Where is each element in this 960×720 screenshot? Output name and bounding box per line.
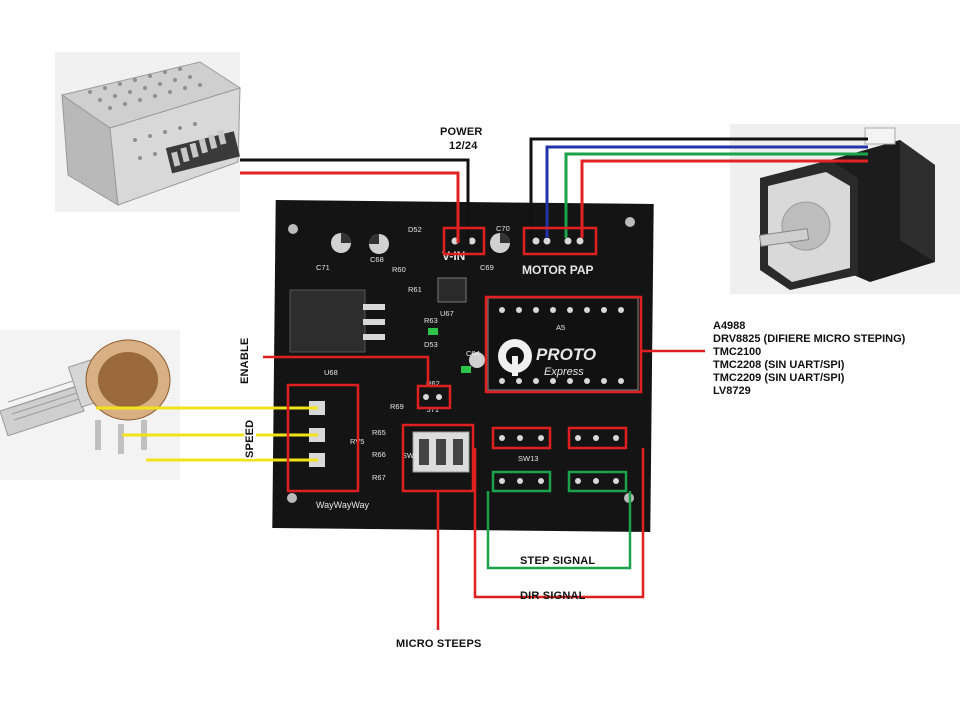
box-dir-jumper-2 (567, 426, 628, 450)
silk-r62: R62 (426, 379, 440, 388)
power-voltage-label: 12/24 (449, 140, 478, 152)
motor-wire-blue (545, 145, 868, 238)
step-signal-callout (486, 491, 632, 570)
silkscreen-motor-pap: MOTOR PAP (522, 263, 594, 277)
driver-item: TMC2208 (SIN UART/SPI) (713, 359, 845, 371)
dir-signal-callout (473, 448, 645, 599)
silk-r63: R63 (424, 316, 438, 325)
stepper-motor-image (730, 124, 960, 294)
power-wire-black (240, 158, 470, 243)
box-pot-header (286, 383, 360, 493)
step-signal-label: STEP SIGNAL (520, 555, 596, 567)
silk-d52: D52 (408, 225, 422, 234)
power-label: POWER (440, 126, 483, 138)
silk-j71: J71 (427, 405, 439, 414)
motor-wire-green (564, 152, 868, 238)
box-power-input (442, 226, 486, 256)
silk-c71: C71 (316, 263, 330, 272)
driver-item: DRV8825 (DIFIERE MICRO STEPING) (713, 333, 906, 345)
silk-r66: R66 (372, 450, 386, 459)
box-motor-output (522, 226, 598, 256)
box-dir-jumper-1 (491, 426, 552, 450)
silk-r65: R65 (372, 428, 386, 437)
silkscreen-footer: WayWayWay (316, 500, 369, 510)
enable-callout (263, 355, 430, 386)
silk-c64: C64 (466, 349, 480, 358)
enable-label: ENABLE (239, 337, 251, 384)
silk-r61: R61 (408, 285, 422, 294)
silk-u67: U67 (440, 309, 454, 318)
silk-u68: U68 (324, 368, 338, 377)
silk-a5: A5 (556, 323, 565, 332)
silk-sw5: SW5 (402, 451, 418, 460)
driver-list: A4988 DRV8825 (DIFIERE MICRO STEPING) TM… (713, 320, 905, 398)
driver-item: LV8729 (713, 385, 751, 397)
module-brand: PROTO (536, 345, 596, 364)
silk-r60: R60 (392, 265, 406, 274)
driver-item: TMC2100 (713, 346, 762, 358)
pcb-board: V-IN MOTOR PAP WayWayWay PROTO Express C… (272, 200, 654, 532)
box-enable-jumper (416, 384, 452, 410)
driver-item: A4988 (713, 320, 746, 332)
micro-steeps-label: MICRO STEEPS (396, 638, 482, 650)
step-boxes (491, 470, 628, 493)
dir-signal-label: DIR SIGNAL (520, 590, 586, 602)
silk-r67: R67 (372, 473, 386, 482)
silk-d53: D53 (424, 340, 438, 349)
power-wire-red (240, 171, 460, 243)
silk-sw13: SW13 (518, 454, 538, 463)
box-step-jumper-2 (567, 470, 628, 493)
driver-item: TMC2209 (SIN UART/SPI) (713, 372, 845, 384)
silkscreen-vin: V-IN (442, 249, 465, 263)
wires (96, 137, 868, 462)
potentiometer-image (0, 330, 180, 480)
silk-c68: C68 (370, 255, 384, 264)
module-brand-sub: Express (544, 366, 584, 378)
silk-c70: C70 (496, 224, 510, 233)
silk-r69: R69 (390, 402, 404, 411)
silk-c69: C69 (480, 263, 494, 272)
motor-wire-red (580, 159, 868, 238)
motor-wire-black (529, 137, 868, 238)
box-driver-socket (484, 295, 643, 394)
power-supply-image (55, 52, 242, 212)
callout-lines (263, 349, 705, 630)
highlight-boxes (286, 226, 643, 493)
speed-label: SPEED (244, 418, 256, 459)
box-step-jumper-1 (491, 470, 552, 493)
